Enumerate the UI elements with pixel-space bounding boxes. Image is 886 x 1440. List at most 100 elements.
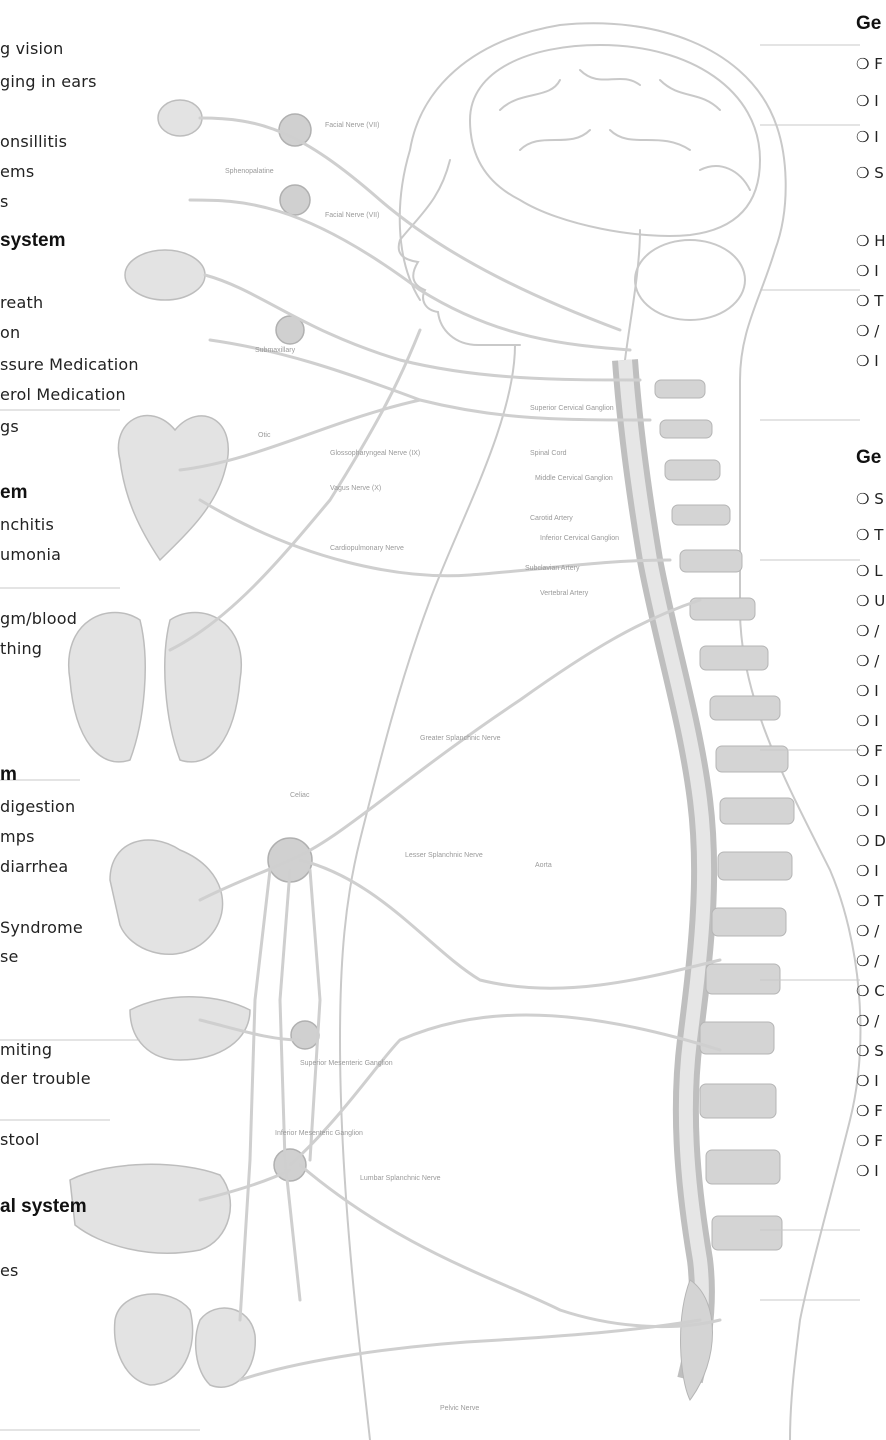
checklist-item[interactable]: ❍ I — [856, 92, 879, 110]
checklist-item[interactable]: ❍ I — [856, 1072, 879, 1090]
checklist-item[interactable]: ❍ H — [856, 232, 886, 250]
checklist-item[interactable]: ❍ F — [856, 1102, 883, 1120]
symptom-item: thing — [0, 640, 42, 658]
checklist-item[interactable]: ❍ I — [856, 262, 879, 280]
checklist-item[interactable]: ❍ S — [856, 490, 884, 508]
symptom-item: se — [0, 948, 19, 966]
symptom-item: es — [0, 1262, 19, 1280]
checklist-item[interactable]: ❍ / — [856, 622, 879, 640]
heart-illustration — [118, 416, 228, 560]
checklist-item[interactable]: ❍ I — [856, 802, 879, 820]
ganglion-superior-mesenteric — [291, 1021, 319, 1049]
diagram-label: Glossopharyngeal Nerve (IX) — [330, 450, 420, 457]
lungs-illustration — [69, 613, 242, 762]
symptom-item: ging in ears — [0, 73, 97, 91]
torso-outline — [340, 345, 515, 1440]
symptom-item: stool — [0, 1131, 40, 1149]
ganglion-sphenopalatine — [280, 185, 310, 215]
nerve-pathways — [170, 118, 720, 1380]
symptom-item: mps — [0, 828, 35, 846]
symptom-item: g vision — [0, 40, 63, 58]
diagram-label: Middle Cervical Ganglion — [535, 475, 613, 482]
symptom-item: erol Medication — [0, 386, 126, 404]
intestine-illustration — [70, 1164, 230, 1253]
checklist-item[interactable]: ❍ L — [856, 562, 883, 580]
checklist-item[interactable]: ❍ U — [856, 592, 885, 610]
section-header: system — [0, 231, 66, 251]
cerebellum — [635, 240, 745, 320]
symptom-item: digestion — [0, 798, 75, 816]
diagram-label: Carotid Artery — [530, 515, 573, 522]
checklist-item[interactable]: ❍ I — [856, 128, 879, 146]
checklist-item[interactable]: ❍ I — [856, 1162, 879, 1180]
checklist-item[interactable]: ❍ I — [856, 682, 879, 700]
symptom-item: diarrhea — [0, 858, 68, 876]
checklist-item[interactable]: ❍ / — [856, 922, 879, 940]
checklist-item[interactable]: ❍ / — [856, 952, 879, 970]
diagram-label: Greater Splanchnic Nerve — [420, 735, 501, 742]
kidney-illustration — [196, 1308, 256, 1387]
checklist-item[interactable]: ❍ F — [856, 742, 883, 760]
symptom-item: ssure Medication — [0, 356, 139, 374]
checklist-item[interactable]: ❍ D — [856, 832, 886, 850]
section-header: m — [0, 765, 17, 785]
eye-illustration — [158, 100, 202, 136]
diagram-label: Superior Mesenteric Ganglion — [300, 1060, 393, 1067]
brain-outline — [470, 45, 760, 236]
checklist-item[interactable]: ❍ / — [856, 652, 879, 670]
symptom-item: nchitis — [0, 516, 54, 534]
symptom-item: Syndrome — [0, 919, 83, 937]
diagram-label: Celiac — [290, 792, 309, 799]
diagram-label: Subclavian Artery — [525, 565, 579, 572]
diagram-label: Vertebral Artery — [540, 590, 588, 597]
brain-folds — [500, 70, 750, 190]
checklist-item[interactable]: ❍ / — [856, 322, 879, 340]
diagram-label: Cardiopulmonary Nerve — [330, 545, 404, 552]
checklist-item[interactable]: ❍ / — [856, 1012, 879, 1030]
symptom-item: miting — [0, 1041, 52, 1059]
section-header: Ge — [856, 448, 881, 468]
symptom-item: gs — [0, 418, 19, 436]
diagram-label: Superior Cervical Ganglion — [530, 405, 614, 412]
symptom-item: gm/blood — [0, 610, 77, 628]
diagram-label: Aorta — [535, 862, 552, 869]
diagram-label: Inferior Cervical Ganglion — [540, 535, 619, 542]
diagram-label: Otic — [258, 432, 270, 439]
diagram-label: Spinal Cord — [530, 450, 567, 457]
checklist-item[interactable]: ❍ T — [856, 526, 883, 544]
checklist-item[interactable]: ❍ S — [856, 1042, 884, 1060]
checklist-item[interactable]: ❍ I — [856, 712, 879, 730]
symptom-item: reath — [0, 294, 43, 312]
section-header: em — [0, 483, 27, 503]
checklist-item[interactable]: ❍ I — [856, 772, 879, 790]
diagram-label: Submaxillary — [255, 347, 295, 354]
checklist-item[interactable]: ❍ T — [856, 292, 883, 310]
diagram-label: Lumbar Splanchnic Nerve — [360, 1175, 441, 1182]
symptom-item: umonia — [0, 546, 61, 564]
diagram-label: Inferior Mesenteric Ganglion — [275, 1130, 363, 1137]
vertebrae — [655, 380, 794, 1400]
diagram-label: Facial Nerve (VII) — [325, 122, 379, 129]
diagram-label: Lesser Splanchnic Nerve — [405, 852, 483, 859]
checklist-item[interactable]: ❍ I — [856, 352, 879, 370]
checklist-item[interactable]: ❍ F — [856, 1132, 883, 1150]
checklist-item[interactable]: ❍ S — [856, 164, 884, 182]
symptom-item: onsillitis — [0, 133, 67, 151]
section-header: Ge — [856, 14, 881, 34]
checklist-item[interactable]: ❍ C — [856, 982, 885, 1000]
gland-illustration — [125, 250, 205, 300]
head-outline — [400, 23, 861, 1440]
section-header: al system — [0, 1197, 87, 1217]
symptom-item: der trouble — [0, 1070, 91, 1088]
checklist-item[interactable]: ❍ I — [856, 862, 879, 880]
diagram-label: Sphenopalatine — [225, 168, 274, 175]
ganglion-ciliary — [279, 114, 311, 146]
bladder-illustration — [115, 1294, 193, 1385]
diagram-label: Vagus Nerve (X) — [330, 485, 381, 492]
symptom-item: on — [0, 324, 20, 342]
symptom-item: ems — [0, 163, 34, 181]
checklist-item[interactable]: ❍ F — [856, 55, 883, 73]
diagram-label: Facial Nerve (VII) — [325, 212, 379, 219]
checklist-item[interactable]: ❍ T — [856, 892, 883, 910]
